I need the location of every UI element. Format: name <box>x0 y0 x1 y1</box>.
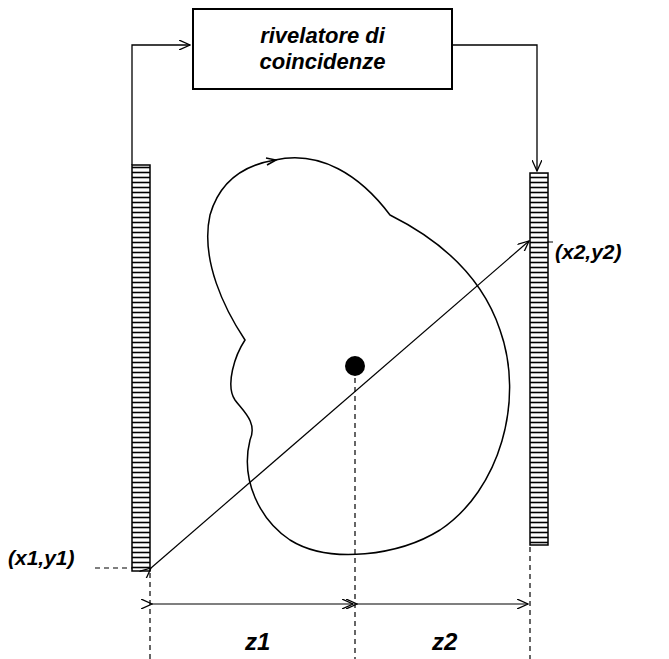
process-box: rivelatore di coincidenze <box>192 8 453 90</box>
gamma-line <box>151 241 529 568</box>
coordinate-label: (x2,y2) <box>553 240 624 264</box>
source-dot <box>345 356 365 376</box>
body-outline <box>208 158 510 555</box>
dimension-label: z2 <box>430 628 459 656</box>
box-label: rivelatore di coincidenze <box>212 23 433 75</box>
outline-tick <box>266 158 276 165</box>
dimension-arrow <box>357 603 528 604</box>
signal-wire <box>453 45 537 171</box>
right-detector <box>530 173 548 545</box>
guide-lines <box>95 242 598 659</box>
left-detector <box>132 165 150 571</box>
coordinate-label: (x1,y1) <box>6 546 77 570</box>
dimension-label: z1 <box>243 628 272 656</box>
dimension-arrow <box>152 603 353 604</box>
signal-wire <box>132 45 190 165</box>
